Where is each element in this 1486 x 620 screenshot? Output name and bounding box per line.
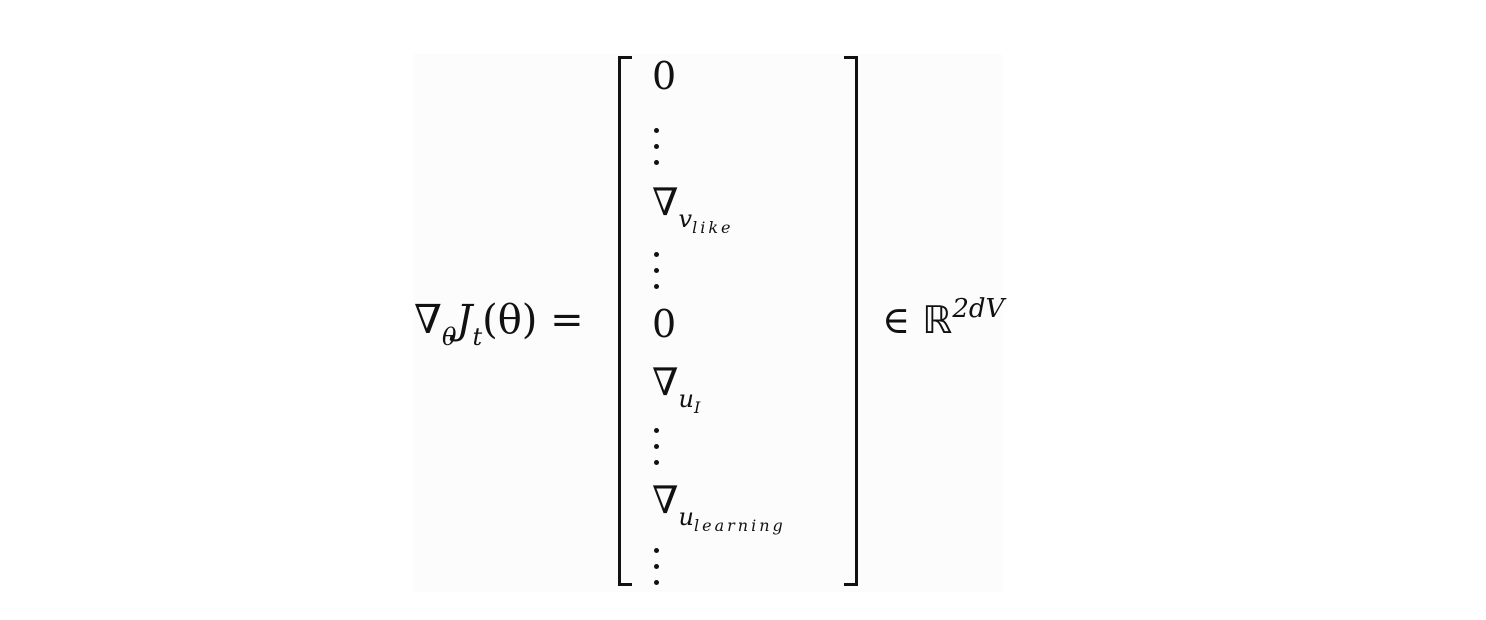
ellipsis-dot: [654, 128, 659, 133]
ellipsis-dot: [654, 428, 659, 433]
ellipsis-dot: [654, 564, 659, 569]
gradient-variable-subscript: I: [694, 398, 704, 417]
gradient-variable: ulearning: [678, 503, 786, 535]
nabla-symbol: ∇: [414, 297, 442, 343]
vector-entry-gradient-like: ∇vlike: [652, 180, 734, 237]
gradient-variable: vlike: [678, 205, 734, 237]
vertical-ellipsis: [654, 424, 660, 472]
vector-entry-zero: 0: [652, 302, 677, 346]
function-name: J: [456, 297, 473, 343]
nabla-subscript: θ: [441, 323, 457, 351]
ellipsis-dot: [654, 444, 659, 449]
vertical-ellipsis: [654, 124, 660, 172]
function-subscript: t: [472, 323, 483, 351]
element-of-symbol: ∈: [882, 298, 911, 342]
ellipsis-dot: [654, 460, 659, 465]
ellipsis-dot: [654, 284, 659, 289]
ellipsis-dot: [654, 252, 659, 257]
equation-rhs: ∈ ℝ2dV: [882, 294, 1005, 349]
dimension-exponent: 2dV: [952, 294, 1005, 324]
vector-entry-gradient-I: ∇uI: [652, 360, 704, 417]
vector-entry-gradient-learning: ∇ulearning: [652, 478, 786, 535]
ellipsis-dot: [654, 160, 659, 165]
right-bracket: [844, 56, 858, 586]
nabla-symbol: ∇: [652, 180, 679, 224]
ellipsis-dot: [654, 144, 659, 149]
left-bracket: [618, 56, 632, 586]
gradient-variable-subscript: like: [692, 218, 734, 237]
nabla-symbol: ∇: [652, 478, 679, 522]
real-numbers-symbol: ℝ: [922, 298, 953, 342]
equals-sign: =: [550, 297, 584, 343]
ellipsis-dot: [654, 580, 659, 585]
vector-entry-zero: 0: [652, 54, 677, 98]
function-argument: (θ): [482, 297, 538, 343]
gradient-variable-subscript: learning: [694, 516, 786, 535]
nabla-symbol: ∇: [652, 360, 679, 404]
equation-background: [414, 54, 1002, 592]
vertical-ellipsis: [654, 544, 660, 592]
vertical-ellipsis: [654, 248, 660, 296]
equation-lhs: ∇θJt(θ) =: [414, 296, 584, 351]
gradient-variable: uI: [678, 385, 704, 417]
ellipsis-dot: [654, 268, 659, 273]
ellipsis-dot: [654, 548, 659, 553]
